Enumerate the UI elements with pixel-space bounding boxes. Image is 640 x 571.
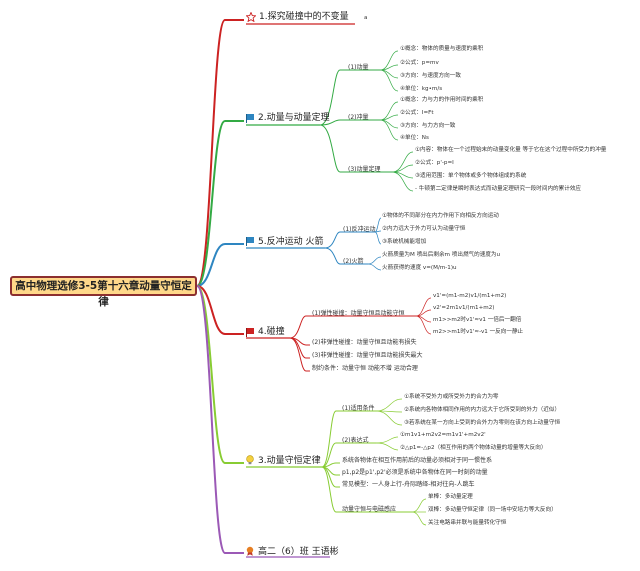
connector-line <box>411 511 427 526</box>
recoil-label[interactable]: (1)反冲运动 <box>343 226 376 233</box>
impulse-item: ③方向：与力方向一致 <box>400 123 456 129</box>
author-label[interactable]: 高二（6）班 王语彬 <box>258 547 339 557</box>
connector-line <box>319 124 392 173</box>
momentum-label[interactable]: (1)动量 <box>348 64 369 71</box>
collision-type[interactable]: 制约条件：动量守恒 动能不增 运动合理 <box>312 365 418 372</box>
elastic-formula: m2>>m1时v1'≈-v1 一反向一静止 <box>433 329 524 335</box>
theorem-item: ②公式：p'-p=I <box>415 160 454 166</box>
recoil-item: ③系统机械能增加 <box>382 239 427 245</box>
connector-line <box>196 285 244 335</box>
red-flag-icon <box>246 328 254 337</box>
theorem-label[interactable]: (3)动量定理 <box>348 166 381 173</box>
impulse-item: ④单位：Ns <box>400 135 429 141</box>
conservation-note[interactable]: p1,p2是p1',p2'必须是系统中各物体在同一时刻的动量 <box>342 469 488 476</box>
connector-line <box>374 231 382 245</box>
collision-type[interactable]: (3)非弹性碰撞：动量守恒且动能损失最大 <box>312 352 423 359</box>
recoil-item: ②内力远大于外力可认为动量守恒 <box>382 226 466 232</box>
connector-line <box>289 337 310 372</box>
topic-note: a <box>364 15 368 21</box>
momentum-item: ④单位：kg•m/s <box>400 86 443 92</box>
topic-conservation[interactable]: 3.动量守恒定律 <box>258 456 321 466</box>
topic-collision[interactable]: 4.碰撞 <box>258 327 285 337</box>
elastic-label[interactable]: (1)弹性碰撞：动量守恒且动能守恒 <box>312 310 405 317</box>
connector-line <box>196 243 244 287</box>
connector-line <box>379 101 399 121</box>
momentum-item: ①概念：物体的质量与速度的乘积 <box>400 46 484 52</box>
connector-line <box>321 442 376 468</box>
topic-momentum-theorem[interactable]: 2.动量与动量定理 <box>258 113 330 123</box>
connector-line <box>375 436 399 444</box>
expr-item: ①m1v1+m2v2=m1v1'+m2v2' <box>400 432 486 438</box>
collision-type[interactable]: (2)非弹性碰撞：动量守恒且动能有损失 <box>312 339 417 346</box>
connector-line <box>196 120 244 287</box>
rocket-item: 火箭质量为M 喷出后剩余m 喷出燃气的速度为u <box>382 252 501 258</box>
momentum-item: ②公式：p=mv <box>400 60 439 66</box>
connector-line <box>379 69 399 79</box>
connector-line <box>379 119 399 141</box>
award-icon <box>246 546 254 556</box>
impulse-item: ①概念：力与力的作用时间的乘积 <box>400 97 484 103</box>
theorem-item: - 牛顿第二定律是瞬时表达式而动量定理研究一段时间内的累计效应 <box>415 186 582 192</box>
star-icon <box>246 12 256 22</box>
elastic-formula: m1>>m2时v1'≈v1 一倍后一翻倍 <box>433 317 522 323</box>
connector-line <box>411 498 427 513</box>
connector-line <box>375 398 403 412</box>
connector-line <box>391 164 414 173</box>
connector-line <box>379 50 399 71</box>
rocket-label[interactable]: (2)火箭 <box>343 258 364 265</box>
conditions-label[interactable]: (1)适用条件 <box>342 405 375 412</box>
conservation-note[interactable]: 常见模型：一人身上行-舟际踏绎-相对往向-人跳车 <box>342 481 475 488</box>
blue-flag-icon <box>246 114 254 123</box>
relation-item: 双棒：多动量守恒定律（同一场中安培力等大反向） <box>428 507 557 513</box>
lightbulb-icon <box>246 455 254 465</box>
relation-item: 关注电路串并联与能量转化守恒 <box>428 520 507 526</box>
theorem-item: ③适用范围：单个物体或多个物体组成的系统 <box>415 173 527 179</box>
connector-line <box>367 263 382 271</box>
connector-line <box>379 69 399 92</box>
theorem-item: ①内容：物体在一个过程始末的动量变化量 等于它在这个过程中所受力的冲量 <box>415 147 607 153</box>
connector-line <box>379 119 399 129</box>
connector-line <box>374 217 382 233</box>
connector-line <box>391 171 414 192</box>
connector-line <box>391 171 414 179</box>
topic-explore-collision[interactable]: 1.探究碰撞中的不变量 <box>259 12 349 22</box>
connector-line <box>367 256 382 265</box>
relation-item: 单棒：多动量定理 <box>428 494 473 500</box>
impulse-label[interactable]: (2)冲量 <box>348 114 369 121</box>
connector-line <box>289 315 416 339</box>
condition-item: ③若系统在某一方向上受到的合外力为零则在该方向上动量守恒 <box>404 420 561 426</box>
connector-line <box>375 442 399 451</box>
connector-line <box>391 151 414 173</box>
recoil-item: ①物体的不同部分在内力作用下向相反方向运动 <box>382 213 499 219</box>
connector-line <box>196 19 244 287</box>
connector-line <box>415 315 432 335</box>
expr-label[interactable]: (2)表达式 <box>342 437 369 444</box>
rocket-item: 火箭获得的速度 v=(M/m-1)u <box>382 265 457 271</box>
connector-line <box>319 69 380 126</box>
elastic-formula: v2'=2m1v1/(m1+m2) <box>433 305 495 311</box>
topic-recoil-rocket[interactable]: 5.反冲运动 火箭 <box>258 237 324 247</box>
connector-line <box>321 410 376 468</box>
blue-flag-icon <box>246 237 254 246</box>
connector-line <box>324 231 375 249</box>
conservation-note[interactable]: 系统各物体在相互作用前后的动量必须相对于同一惯性系 <box>342 457 493 464</box>
condition-item: ②系统内各物体相同作用的内力远大于它所受到的外力（近似） <box>404 407 561 413</box>
connector-line <box>196 285 244 464</box>
expr-item: ②△p1=-△p2（相互作用的两个物体动量的增量等大反向） <box>400 445 547 451</box>
connector-line <box>196 285 244 554</box>
connector-line <box>324 247 368 265</box>
condition-item: ①系统不受外力或所受外力的合力为零 <box>404 394 499 400</box>
connector-line <box>319 119 380 126</box>
elastic-formula: v1'=(m1-m2)v1/(m1+m2) <box>433 293 507 299</box>
connector-line <box>415 297 432 317</box>
connector-line <box>375 410 403 426</box>
root-topic[interactable]: 高中物理选修3-5第十六章动量守恒定律 <box>10 276 197 308</box>
relation-label[interactable]: 动量守恒与电磁感应 <box>342 506 397 513</box>
connector-line <box>321 466 412 513</box>
impulse-item: ②公式：I=Ft <box>400 110 434 116</box>
momentum-item: ③方向：与速度方向一致 <box>400 73 461 79</box>
